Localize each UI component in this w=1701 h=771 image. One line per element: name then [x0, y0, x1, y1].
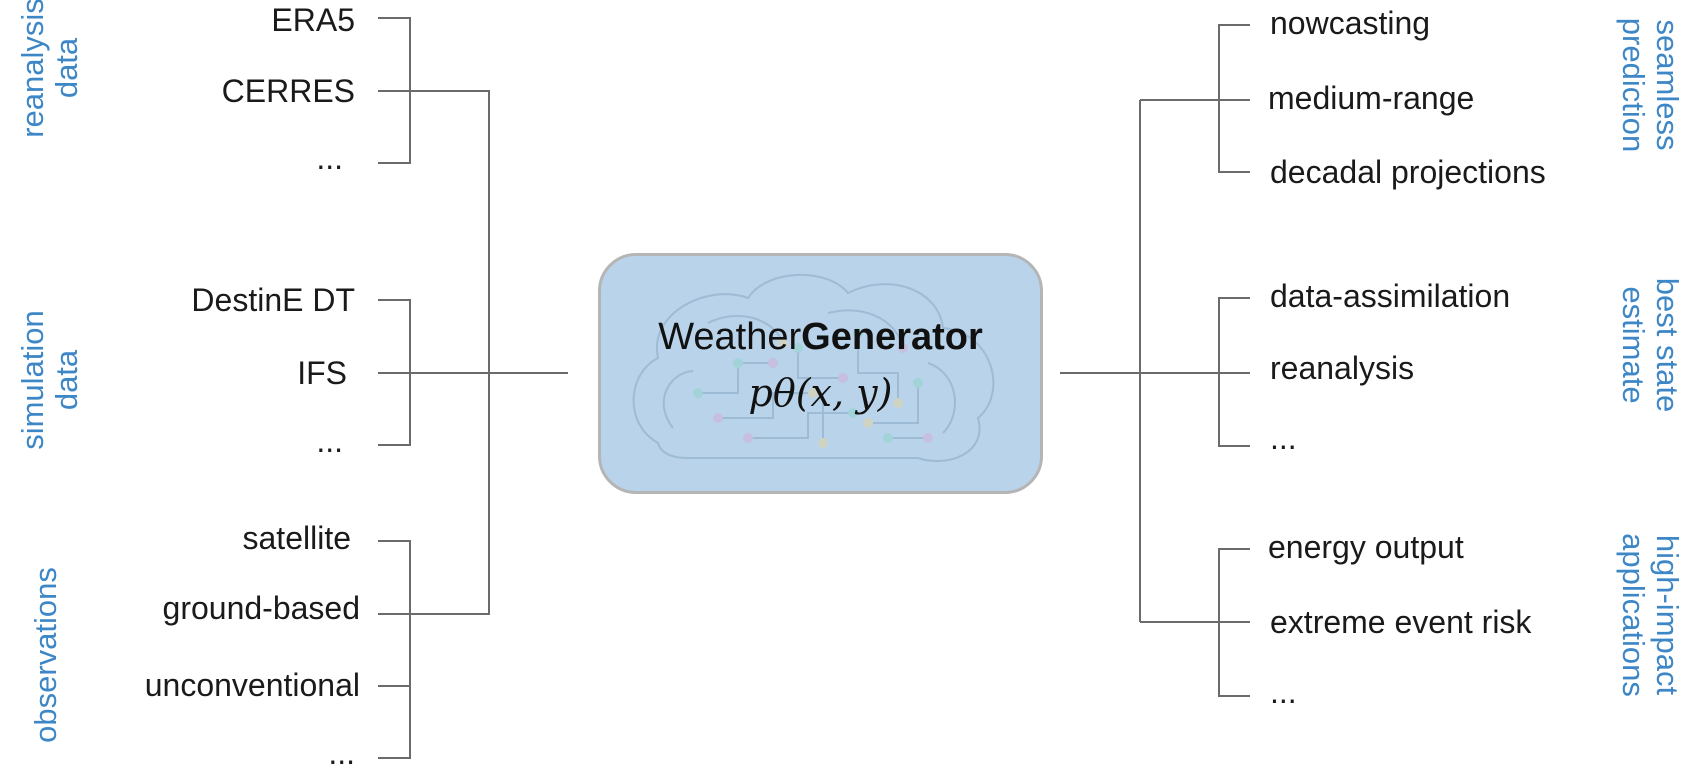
weather-generator-box: WeatherGenerator pθ(x, y): [598, 253, 1043, 494]
title-regular: Weather: [658, 316, 802, 358]
left-trunk: [410, 90, 568, 615]
model-formula: pθ(x, y): [748, 371, 893, 415]
input-item-cerres: CERRES: [221, 73, 355, 109]
input-item-satellite: satellite: [242, 520, 352, 556]
title-bold: Generator: [801, 316, 983, 358]
category-seamless-prediction: seamless prediction: [1616, 17, 1685, 153]
right-trunk: [1060, 99, 1219, 623]
category-line: applications: [1616, 533, 1651, 697]
category-simulation-data: simulation data: [15, 310, 84, 450]
category-reanalysis-data: reanalysis data: [15, 0, 84, 138]
category-line: best state: [1650, 277, 1685, 413]
category-line: prediction: [1616, 17, 1651, 153]
output-item-reanalysis: reanalysis: [1270, 350, 1415, 386]
category-high-impact-applications: high-impact applications: [1616, 533, 1685, 697]
bracket-best-state: [1218, 297, 1250, 447]
bracket-observations: [378, 540, 411, 759]
category-line: reanalysis: [15, 0, 50, 138]
connector-lines: [378, 17, 1250, 759]
input-item-reanalysis-more: ...: [316, 140, 343, 176]
category-best-state-estimate: best state estimate: [1616, 277, 1685, 413]
output-item-nowcasting: nowcasting: [1270, 5, 1431, 41]
category-observations: observations: [28, 567, 63, 743]
input-item-observations-more: ...: [328, 735, 355, 771]
input-item-era5: ERA5: [271, 2, 355, 38]
input-item-simulation-more: ...: [316, 423, 343, 459]
output-item-decadal-projections: decadal projections: [1270, 154, 1546, 190]
category-line: observations: [28, 567, 63, 743]
bracket-high-impact: [1218, 548, 1250, 697]
brain-circuit-icon: [632, 273, 995, 463]
output-item-medium-range: medium-range: [1268, 80, 1475, 116]
input-item-unconventional: unconventional: [144, 667, 360, 703]
output-item-high-impact-more: ...: [1270, 674, 1297, 710]
category-line: estimate: [1616, 286, 1651, 404]
bracket-seamless: [1218, 24, 1250, 173]
output-item-extreme-event-risk: extreme event risk: [1270, 604, 1532, 640]
category-line: high-impact: [1650, 534, 1685, 696]
category-line: data: [49, 37, 84, 99]
output-item-best-state-more: ...: [1270, 420, 1297, 456]
bracket-simulation: [378, 299, 411, 446]
output-item-energy-output: energy output: [1268, 529, 1464, 565]
bracket-reanalysis: [378, 17, 411, 164]
category-line: seamless: [1650, 19, 1685, 151]
output-item-data-assimilation: data-assimilation: [1270, 278, 1511, 314]
input-item-ground-based: ground-based: [162, 590, 360, 626]
input-item-ifs: IFS: [297, 355, 347, 391]
category-line: simulation: [15, 310, 50, 450]
input-item-destine-dt: DestinE DT: [191, 282, 355, 318]
weather-generator-title: WeatherGenerator: [601, 316, 1040, 359]
category-line: data: [49, 349, 84, 411]
